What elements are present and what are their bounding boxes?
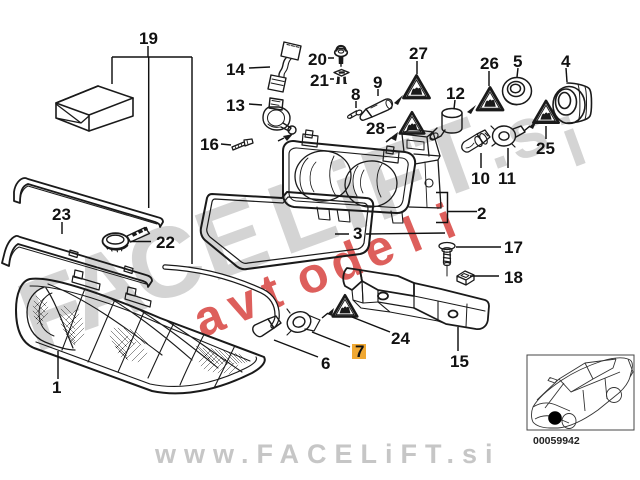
svg-text:16: 16 (200, 135, 219, 154)
svg-text:20: 20 (308, 50, 327, 69)
svg-text:www.FACELiFT.si: www.FACELiFT.si (154, 439, 501, 469)
svg-text:22: 22 (156, 233, 175, 252)
svg-text:6: 6 (321, 354, 330, 373)
svg-text:19: 19 (139, 29, 158, 48)
svg-text:3: 3 (353, 224, 362, 243)
svg-text:5: 5 (513, 52, 522, 71)
svg-text:15: 15 (450, 352, 469, 371)
svg-text:14: 14 (226, 60, 245, 79)
svg-text:21: 21 (310, 71, 329, 90)
svg-text:24: 24 (391, 329, 410, 348)
svg-text:27: 27 (409, 44, 428, 63)
svg-text:23: 23 (52, 205, 71, 224)
svg-text:11: 11 (498, 169, 516, 188)
svg-text:9: 9 (373, 73, 382, 92)
svg-text:7: 7 (355, 342, 364, 361)
svg-text:2: 2 (477, 204, 486, 223)
svg-text:00059942: 00059942 (533, 435, 580, 447)
svg-text:10: 10 (471, 169, 490, 188)
svg-text:17: 17 (504, 238, 523, 257)
svg-text:12: 12 (446, 84, 465, 103)
svg-text:4: 4 (561, 52, 571, 71)
svg-text:1: 1 (52, 378, 61, 397)
svg-text:18: 18 (504, 268, 523, 287)
svg-text:13: 13 (226, 96, 245, 115)
svg-text:25: 25 (536, 139, 555, 158)
svg-text:8: 8 (351, 85, 360, 104)
svg-text:28: 28 (366, 119, 385, 138)
svg-text:26: 26 (480, 54, 499, 73)
